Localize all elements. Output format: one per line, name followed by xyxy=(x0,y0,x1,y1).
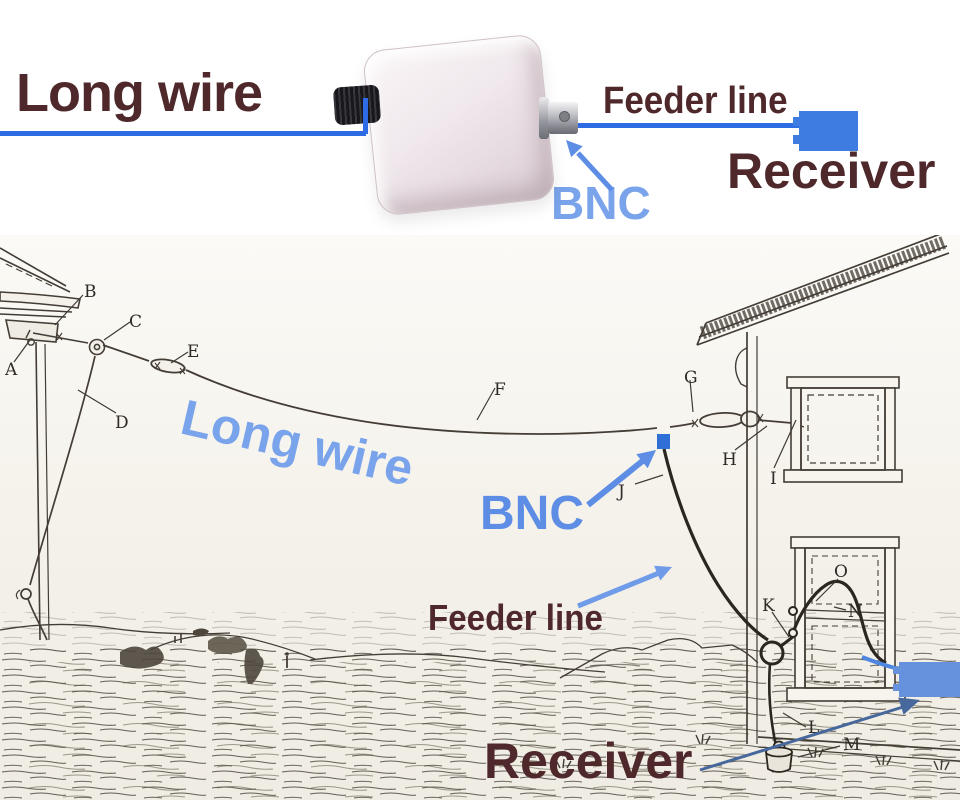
halyard-rope xyxy=(15,355,96,641)
wall-tube xyxy=(788,628,798,638)
left-building xyxy=(0,247,81,641)
vintage-antenna-illustration: A B C D E F G H I J K L M N O xyxy=(0,235,960,800)
indoor-cable xyxy=(792,579,887,665)
part-label-j: J xyxy=(616,482,625,502)
ground-texture xyxy=(0,612,960,800)
part-label-d: D xyxy=(115,413,129,433)
part-label-g: G xyxy=(684,368,698,388)
feeder-cable-drop xyxy=(662,448,769,642)
upper-window xyxy=(783,376,903,483)
bnc-connector-hole xyxy=(559,111,570,122)
part-label-c: C xyxy=(129,312,142,332)
receiver-block-top-tab xyxy=(793,117,800,126)
part-label-f: F xyxy=(494,380,506,400)
bnc-connector-flange xyxy=(539,97,549,139)
part-label-o: O xyxy=(834,562,848,582)
antenna-terminal-knob xyxy=(332,84,382,126)
landscape-hills xyxy=(0,623,759,684)
pulley-and-hook xyxy=(32,332,106,356)
receiver-block-bottom-tab xyxy=(893,667,900,674)
balun-box-photo xyxy=(361,33,557,217)
top-receiver-label: Receiver xyxy=(727,143,936,199)
part-label-b: B xyxy=(84,282,97,302)
part-label-h: H xyxy=(722,450,737,470)
drip-loop xyxy=(759,640,785,666)
long-wire-segment xyxy=(102,344,150,362)
illustration-receiver-label: Receiver xyxy=(484,733,693,789)
receiver-block-bottom-tab xyxy=(893,684,900,691)
top-bnc-label: BNC xyxy=(551,177,651,229)
top-long-wire-label: Long wire xyxy=(16,63,263,123)
long-wire-line xyxy=(0,131,366,136)
part-label-i: I xyxy=(770,469,777,489)
bnc-balun-marker xyxy=(657,434,670,449)
part-label-n: N xyxy=(848,602,863,622)
long-wire-span xyxy=(102,344,805,435)
part-label-e: E xyxy=(187,342,199,362)
wall-tube xyxy=(788,606,798,616)
illustration-feeder-line-label: Feeder line xyxy=(428,597,603,638)
illustration-bnc-label: BNC xyxy=(480,487,584,540)
receiver-block-bottom xyxy=(893,662,960,697)
long-wire-catenary xyxy=(185,369,658,435)
receiver-block-top xyxy=(799,111,858,151)
receiver-block-top-tab xyxy=(793,135,800,144)
part-label-m: M xyxy=(843,735,860,755)
long-wire-stub xyxy=(363,98,368,134)
top-feeder-line-label: Feeder line xyxy=(603,80,788,122)
part-label-l: L xyxy=(808,718,819,738)
part-label-k: K xyxy=(762,596,775,616)
feeder-line-wire xyxy=(578,123,799,128)
part-label-a: A xyxy=(4,360,18,380)
